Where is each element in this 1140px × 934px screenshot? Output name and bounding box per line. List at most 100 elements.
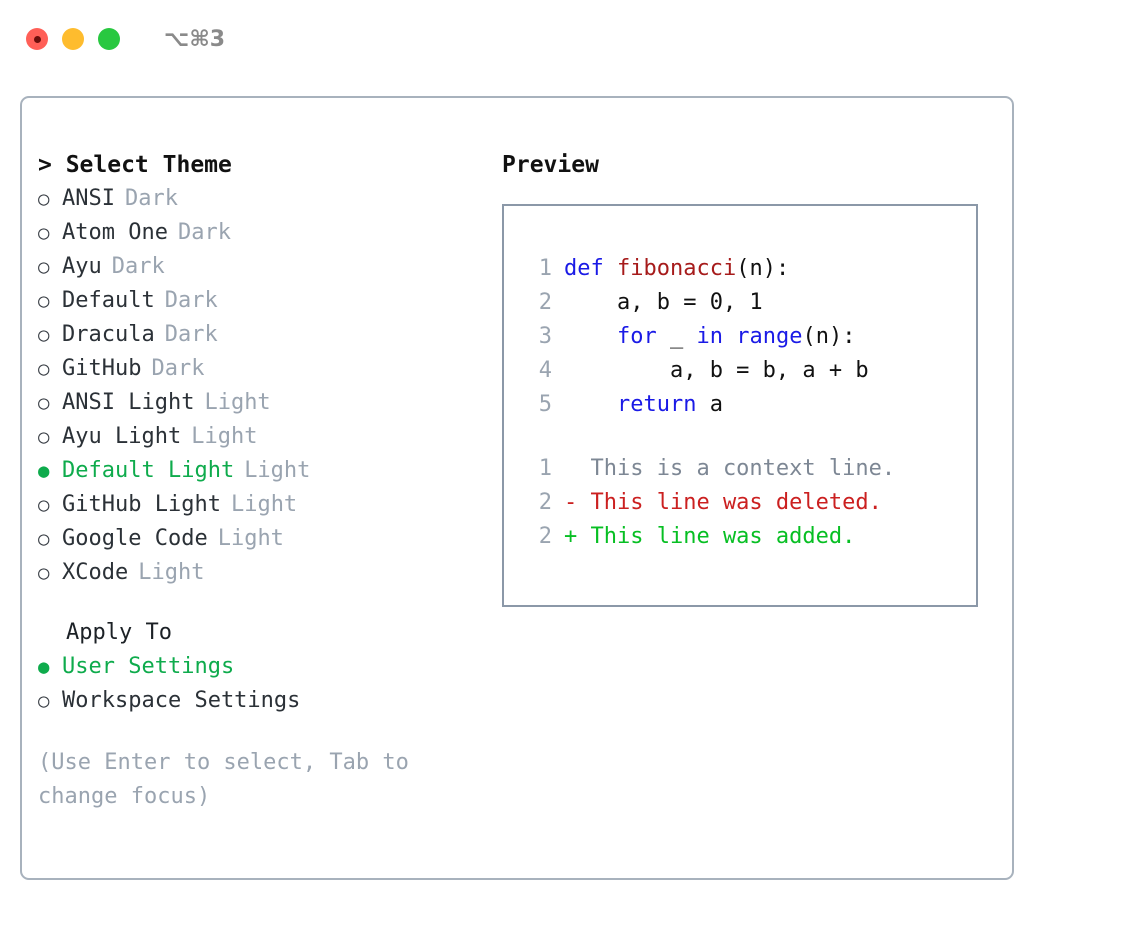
apply-to-label: User Settings xyxy=(62,654,235,679)
apply-to-title: Apply To xyxy=(66,620,172,645)
radio-unselected-icon: ○ xyxy=(38,324,50,346)
theme-name: ANSI xyxy=(62,186,115,211)
radio-unselected-icon: ○ xyxy=(38,222,50,244)
code-line: 3 for _ in range(n): xyxy=(504,320,976,354)
diff-line: 2 - This line was deleted. xyxy=(504,486,976,520)
theme-list-item[interactable]: ○ Default Dark xyxy=(38,284,478,318)
radio-unselected-icon: ○ xyxy=(38,392,50,414)
apply-to-option[interactable]: ○ Workspace Settings xyxy=(38,684,478,718)
line-number: 4 xyxy=(538,358,552,383)
window-controls xyxy=(26,28,120,50)
radio-unselected-icon: ○ xyxy=(38,188,50,210)
line-number: 1 xyxy=(538,256,552,281)
theme-name: Default xyxy=(62,288,155,313)
theme-category-tag: Dark xyxy=(177,220,231,245)
title-bar: ⌥⌘3 xyxy=(0,0,1140,78)
radio-selected-icon: ● xyxy=(38,656,50,678)
diff-line: 1 This is a context line. xyxy=(504,452,976,486)
theme-name: XCode xyxy=(62,560,129,585)
page-title: > Select Theme xyxy=(38,152,232,178)
theme-name: GitHub Light xyxy=(62,492,221,517)
radio-unselected-icon: ○ xyxy=(38,528,50,550)
theme-name: Google Code xyxy=(62,526,208,551)
diff-sample: 1 This is a context line. 2 - This line wa… xyxy=(504,452,976,554)
code-token: _ xyxy=(656,324,697,349)
apply-to-list[interactable]: ● User Settings ○ Workspace Settings xyxy=(38,650,478,718)
apply-to-option[interactable]: ● User Settings xyxy=(38,650,478,684)
theme-name: ANSI Light xyxy=(62,390,195,415)
theme-list-item[interactable]: ○ Google Code Light xyxy=(38,522,478,556)
code-token: (n): xyxy=(736,256,790,281)
radio-unselected-icon: ○ xyxy=(38,690,50,712)
apply-to-label: Workspace Settings xyxy=(62,688,301,713)
diff-text: - This line was deleted. xyxy=(564,490,882,515)
theme-name: Ayu Light xyxy=(62,424,182,449)
theme-category-tag: Light xyxy=(191,424,258,449)
code-token: range xyxy=(736,324,803,349)
radio-selected-icon: ● xyxy=(38,460,50,482)
zoom-button[interactable] xyxy=(98,28,120,50)
theme-category-tag: Light xyxy=(138,560,205,585)
preview-spacer xyxy=(504,422,976,452)
close-button[interactable] xyxy=(26,28,48,50)
code-token: def xyxy=(564,256,617,281)
theme-name: Ayu xyxy=(62,254,102,279)
theme-list-item[interactable]: ● Default Light Light xyxy=(38,454,478,488)
diff-text: + This line was added. xyxy=(564,524,856,549)
keyboard-hint-text: (Use Enter to select, Tab to change focu… xyxy=(38,750,423,809)
diff-line: 2 + This line was added. xyxy=(504,520,976,554)
theme-category-tag: Light xyxy=(244,458,311,483)
line-number: 2 xyxy=(538,290,552,315)
theme-category-tag: Dark xyxy=(164,322,218,347)
line-number: 1 xyxy=(538,456,552,481)
apply-to-section: Apply To ● User Settings ○ Workspace Settin… xyxy=(38,616,478,718)
code-token: a, b = b, a + b xyxy=(564,358,869,383)
radio-unselected-icon: ○ xyxy=(38,494,50,516)
theme-list-item[interactable]: ○ Ayu Dark xyxy=(38,250,478,284)
radio-unselected-icon: ○ xyxy=(38,426,50,448)
theme-list-item[interactable]: ○ GitHub Light Light xyxy=(38,488,478,522)
theme-name: Atom One xyxy=(62,220,168,245)
code-line: 5 return a xyxy=(504,388,976,422)
theme-name: Default Light xyxy=(62,458,235,483)
line-number: 2 xyxy=(538,524,552,549)
theme-category-tag: Light xyxy=(230,492,298,517)
theme-category-tag: Dark xyxy=(111,254,165,279)
theme-list-item[interactable]: ○ Atom One Dark xyxy=(38,216,478,250)
keyboard-shortcut-label: ⌥⌘3 xyxy=(164,26,226,52)
theme-name: Dracula xyxy=(62,322,155,347)
code-token: in xyxy=(696,324,723,349)
line-number: 2 xyxy=(538,490,552,515)
minimize-button[interactable] xyxy=(62,28,84,50)
theme-category-tag: Dark xyxy=(151,356,205,381)
code-token xyxy=(564,388,617,422)
code-line: 2 a, b = 0, 1 xyxy=(504,286,976,320)
theme-category-tag: Dark xyxy=(164,288,218,313)
code-token: (n): xyxy=(802,324,856,349)
code-token xyxy=(723,320,736,354)
code-token: for xyxy=(616,324,657,349)
theme-list-item[interactable]: ○ Ayu Light Light xyxy=(38,420,478,454)
code-token: a, b = 0, 1 xyxy=(564,290,763,315)
theme-category-tag: Light xyxy=(217,526,284,551)
code-line: 4 a, b = b, a + b xyxy=(504,354,976,388)
radio-unselected-icon: ○ xyxy=(38,358,50,380)
radio-unselected-icon: ○ xyxy=(38,290,50,312)
theme-list-item[interactable]: ○ Dracula Dark xyxy=(38,318,478,352)
diff-text: This is a context line. xyxy=(564,456,896,481)
code-token xyxy=(564,320,617,354)
line-number: 5 xyxy=(538,392,552,417)
line-number: 3 xyxy=(538,324,552,349)
radio-unselected-icon: ○ xyxy=(38,256,50,278)
